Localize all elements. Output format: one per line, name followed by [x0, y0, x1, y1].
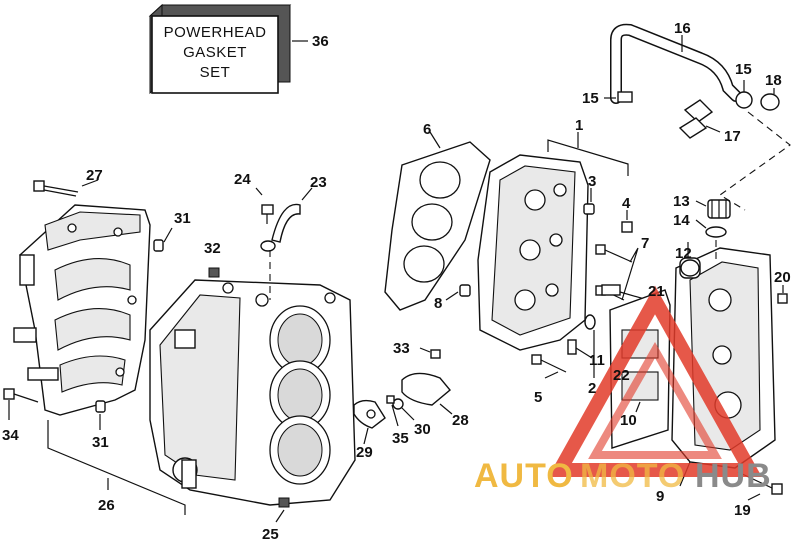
- dowel-pin-upper: [153, 239, 164, 252]
- bolt-27: [33, 179, 99, 197]
- callout-25: 25: [262, 526, 279, 539]
- watermark-auto: AUTO: [474, 457, 574, 495]
- callout-26: 26: [98, 497, 115, 514]
- hose-16: [610, 23, 742, 104]
- callout-35: 35: [392, 430, 409, 447]
- callout-10: 10: [620, 412, 637, 429]
- callout-32: 32: [204, 240, 221, 257]
- callout-6: 6: [423, 121, 431, 138]
- watermark-logo: [548, 285, 762, 477]
- callout-9: 9: [656, 488, 664, 505]
- bolt-5: [531, 354, 567, 379]
- watermark-moto: MOTO: [580, 457, 685, 495]
- callout-17: 17: [724, 128, 741, 145]
- screw-33: [419, 347, 441, 359]
- watermark-hub: HUB: [695, 457, 772, 495]
- callout-18: 18: [765, 72, 782, 89]
- callout-8: 8: [434, 295, 442, 312]
- seal-14: [695, 219, 727, 238]
- plug-25: [278, 497, 290, 508]
- head-cover-9: [671, 247, 776, 487]
- callout-31-upper: 31: [174, 210, 191, 227]
- clamp-18: [760, 88, 780, 111]
- cylinder-head-1: [477, 154, 589, 351]
- gasket-29: [353, 399, 386, 445]
- washer-2: [584, 314, 596, 378]
- callout-13: 13: [673, 193, 690, 210]
- bolt-34: [3, 388, 39, 420]
- callout-11: 11: [589, 352, 605, 369]
- washer-35: [386, 395, 399, 427]
- callout-23: 23: [310, 174, 327, 191]
- callout-20: 20: [774, 269, 791, 286]
- plug-32: [208, 267, 220, 278]
- callout-29: 29: [356, 444, 373, 461]
- gasket-box-line3: SET: [200, 64, 231, 81]
- thermostat-13: [695, 199, 731, 219]
- dowel-pin-3: [583, 203, 595, 215]
- callout-15-right: 15: [735, 61, 752, 78]
- end-cover-plate: [13, 204, 151, 416]
- callout-14: 14: [673, 212, 690, 229]
- callout-16: 16: [674, 20, 691, 37]
- callout-24: 24: [234, 171, 251, 188]
- plug-4: [621, 221, 633, 233]
- callout-34: 34: [2, 427, 19, 444]
- fitting-15-left: [604, 91, 633, 103]
- callout-36: 36: [312, 33, 329, 50]
- plug-12: [680, 259, 700, 277]
- callout-27: 27: [86, 167, 103, 184]
- dipstick-tube-23: [260, 187, 313, 252]
- callout-labels: 36 1 2 3 4 5 6 7 8 9 10 11 12 13 14 15 1…: [2, 20, 791, 539]
- dowel-pin-8: [459, 284, 471, 297]
- head-gasket-6: [384, 131, 491, 311]
- callout-7: 7: [641, 235, 649, 252]
- callout-21: 21: [648, 283, 665, 300]
- callout-31-lower: 31: [92, 434, 109, 451]
- watermark-text: AUTO MOTO HUB: [474, 457, 772, 495]
- callout-19: 19: [734, 502, 751, 519]
- fitting-24: [255, 187, 274, 224]
- callout-28: 28: [452, 412, 469, 429]
- gasket-box-line2: GASKET: [183, 44, 247, 61]
- callout-22: 22: [613, 367, 630, 384]
- callout-30: 30: [414, 421, 431, 438]
- callout-33: 33: [393, 340, 410, 357]
- spark-plug-11: [567, 339, 593, 359]
- gasket-box-line1: POWERHEAD: [164, 24, 267, 41]
- clip-17: [678, 99, 721, 139]
- callout-15-left: 15: [582, 90, 599, 107]
- fitting-15-right: [735, 80, 753, 109]
- cover-plate-28: [401, 372, 453, 415]
- cylinder-block: [149, 279, 356, 506]
- dowel-pin-lower: [95, 400, 106, 413]
- bolt-20: [777, 285, 788, 304]
- callout-2: 2: [588, 380, 596, 397]
- callout-4: 4: [622, 195, 631, 212]
- sensor-21: [601, 284, 649, 301]
- callout-12: 12: [675, 245, 692, 262]
- seal-30: [392, 398, 415, 421]
- callout-5: 5: [534, 389, 542, 406]
- callout-3: 3: [588, 173, 596, 190]
- gasket-set-box: POWERHEAD GASKET SET: [148, 3, 308, 95]
- callout-1: 1: [575, 117, 583, 134]
